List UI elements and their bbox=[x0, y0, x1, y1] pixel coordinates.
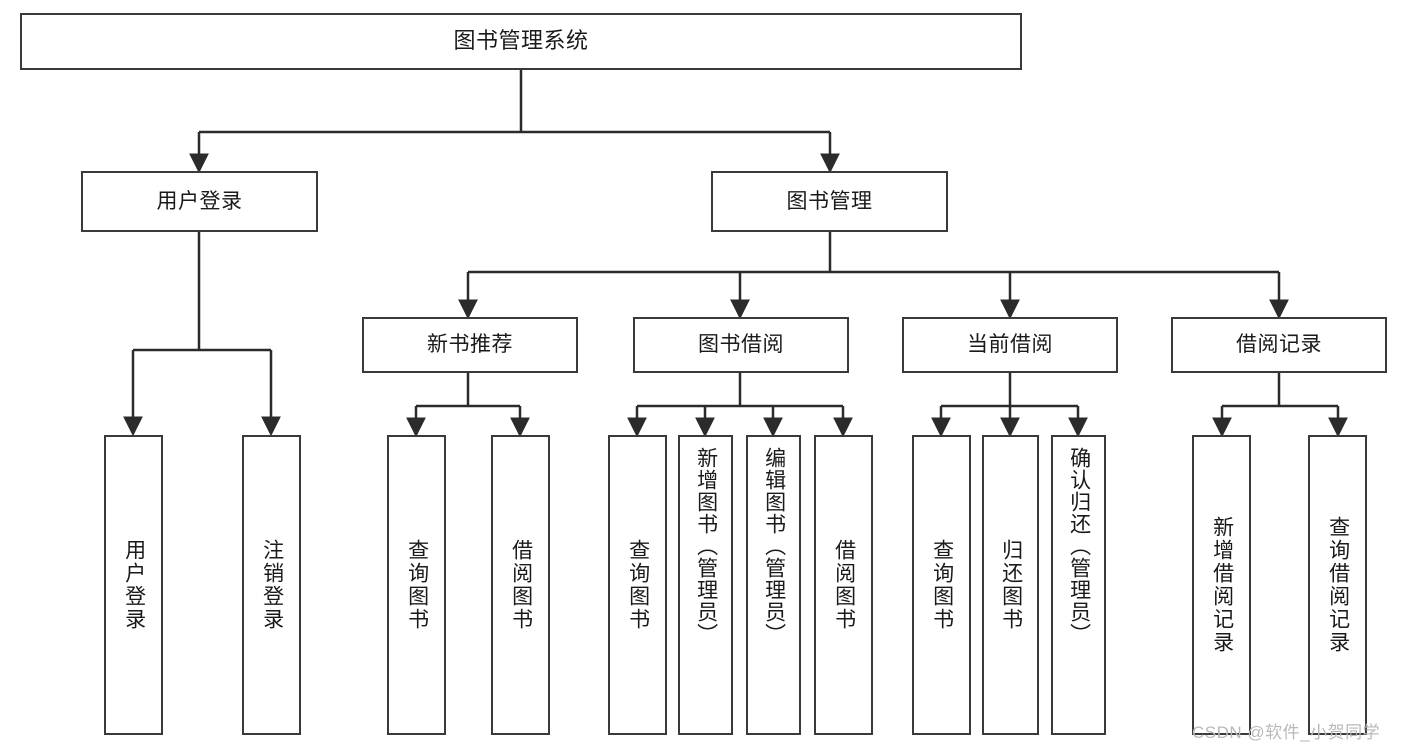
leaf-borrow-record-2[interactable]: 查询借阅记录 bbox=[1308, 435, 1367, 735]
leaf-book-borrow-4-label: 借阅图书 bbox=[832, 539, 856, 631]
leaf-book-borrow-4[interactable]: 借阅图书 bbox=[814, 435, 873, 735]
node-book-manage[interactable]: 图书管理 bbox=[711, 171, 948, 232]
leaf-user-login-1-label: 用户登录 bbox=[122, 539, 146, 631]
leaf-current-borrow-1-label: 查询图书 bbox=[930, 539, 954, 631]
node-user-login[interactable]: 用户登录 bbox=[81, 171, 318, 232]
leaf-current-borrow-2[interactable]: 归还图书 bbox=[982, 435, 1039, 735]
leaf-book-borrow-1-label: 查询图书 bbox=[626, 539, 650, 631]
leaf-book-borrow-2[interactable]: 新增图书（管理员） bbox=[678, 435, 733, 735]
leaf-new-book-2[interactable]: 借阅图书 bbox=[491, 435, 550, 735]
csdn-watermark: CSDN @软件_小贺同学 bbox=[1192, 723, 1381, 742]
leaf-current-borrow-3[interactable]: 确认归还（管理员） bbox=[1051, 435, 1106, 735]
node-current-borrow-label: 当前借阅 bbox=[967, 333, 1053, 357]
node-book-borrow[interactable]: 图书借阅 bbox=[633, 317, 849, 373]
node-book-borrow-label: 图书借阅 bbox=[698, 333, 784, 357]
leaf-user-login-2-label: 注销登录 bbox=[260, 539, 284, 631]
node-current-borrow[interactable]: 当前借阅 bbox=[902, 317, 1118, 373]
leaf-user-login-1[interactable]: 用户登录 bbox=[104, 435, 163, 735]
leaf-user-login-2[interactable]: 注销登录 bbox=[242, 435, 301, 735]
leaf-borrow-record-1[interactable]: 新增借阅记录 bbox=[1192, 435, 1251, 735]
leaf-new-book-1[interactable]: 查询图书 bbox=[387, 435, 446, 735]
leaf-book-borrow-1[interactable]: 查询图书 bbox=[608, 435, 667, 735]
node-borrow-record-label: 借阅记录 bbox=[1236, 333, 1322, 357]
node-new-book-recommend-label: 新书推荐 bbox=[427, 333, 513, 357]
leaf-book-borrow-3[interactable]: 编辑图书（管理员） bbox=[746, 435, 801, 735]
leaf-current-borrow-2-label: 归还图书 bbox=[999, 539, 1023, 631]
node-book-manage-label: 图书管理 bbox=[786, 189, 873, 213]
leaf-new-book-1-label: 查询图书 bbox=[405, 539, 429, 631]
node-user-login-label: 用户登录 bbox=[156, 189, 243, 213]
node-root-label: 图书管理系统 bbox=[453, 28, 589, 54]
leaf-current-borrow-1[interactable]: 查询图书 bbox=[912, 435, 971, 735]
leaf-new-book-2-label: 借阅图书 bbox=[509, 539, 533, 631]
leaf-current-borrow-3-label: 确认归还（管理员） bbox=[1067, 447, 1091, 645]
node-root[interactable]: 图书管理系统 bbox=[20, 13, 1022, 70]
leaf-borrow-record-2-label: 查询借阅记录 bbox=[1326, 516, 1350, 654]
node-new-book-recommend[interactable]: 新书推荐 bbox=[362, 317, 578, 373]
leaf-book-borrow-3-label: 编辑图书（管理员） bbox=[762, 447, 786, 645]
node-borrow-record[interactable]: 借阅记录 bbox=[1171, 317, 1387, 373]
leaf-borrow-record-1-label: 新增借阅记录 bbox=[1210, 516, 1234, 654]
leaf-book-borrow-2-label: 新增图书（管理员） bbox=[694, 447, 718, 645]
